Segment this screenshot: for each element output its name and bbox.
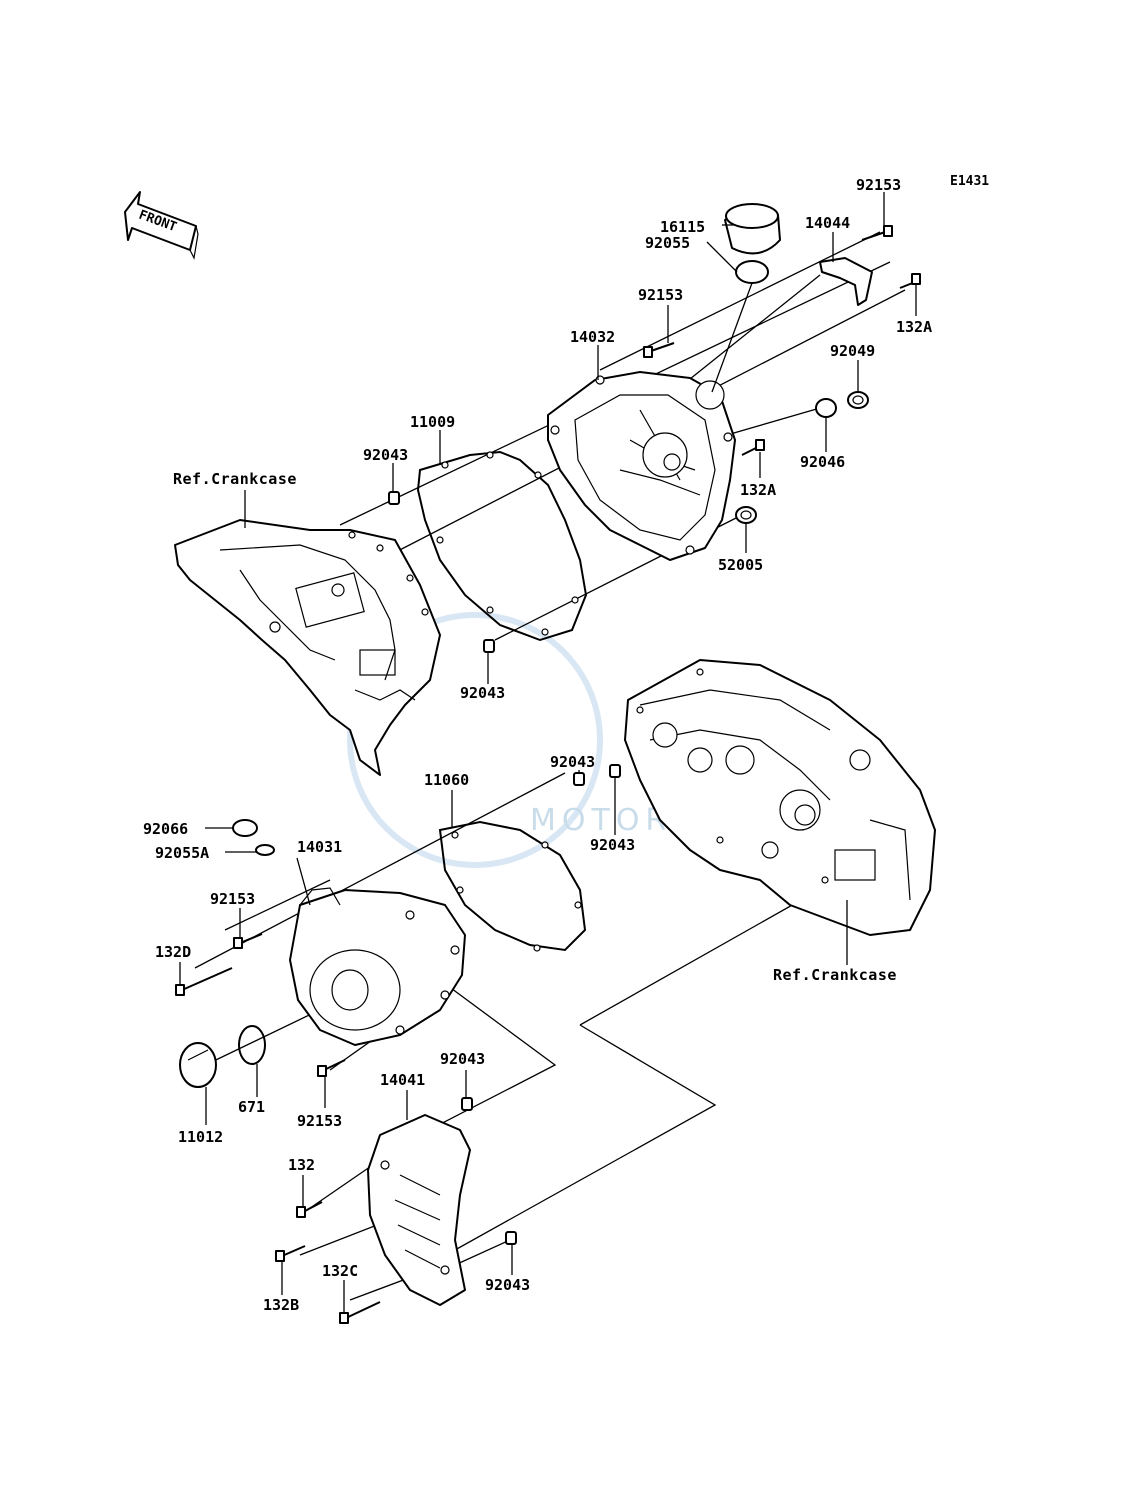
bolt-92153-top bbox=[861, 225, 893, 241]
label-132: 132 bbox=[288, 1156, 315, 1174]
label-14044: 14044 bbox=[805, 214, 850, 232]
front-arrow-icon: FRONT bbox=[124, 191, 199, 260]
label-14031: 14031 bbox=[297, 838, 342, 856]
o-ring-92055 bbox=[735, 260, 769, 284]
label-52005: 52005 bbox=[718, 556, 763, 574]
label-14032: 14032 bbox=[570, 328, 615, 346]
bolt-132 bbox=[296, 1201, 323, 1218]
dowel-pin-92043-b bbox=[483, 639, 495, 653]
dowel-pin-92043-e bbox=[461, 1097, 473, 1111]
label-132D: 132D bbox=[155, 943, 191, 961]
label-132B: 132B bbox=[263, 1296, 299, 1314]
gasket-11060 bbox=[438, 820, 587, 952]
bolt-132A-mid bbox=[741, 439, 765, 456]
bolt-132B bbox=[275, 1245, 306, 1262]
leader-lines bbox=[179, 192, 917, 1313]
bolt-132A-top bbox=[899, 273, 921, 289]
label-92153-top: 92153 bbox=[856, 176, 901, 194]
label-132C: 132C bbox=[322, 1262, 358, 1280]
label-132A-top: 132A bbox=[896, 318, 932, 336]
bolt-132D bbox=[175, 967, 233, 996]
label-11060: 11060 bbox=[424, 771, 469, 789]
plug-92066 bbox=[232, 819, 258, 837]
label-92055: 92055 bbox=[645, 234, 690, 252]
crankcase-left bbox=[174, 519, 441, 776]
label-132A-mid: 132A bbox=[740, 481, 776, 499]
dowel-pin-92043-c bbox=[573, 772, 585, 786]
label-92043-f: 92043 bbox=[485, 1276, 530, 1294]
label-92153-b: 92153 bbox=[638, 286, 683, 304]
label-ref-crankcase-top: Ref.Crankcase bbox=[173, 470, 297, 488]
plug-11012 bbox=[179, 1042, 217, 1088]
label-92043-a: 92043 bbox=[363, 446, 408, 464]
part-labels: 92153 16115 14044 92055 92153 132A 14032… bbox=[143, 176, 932, 1314]
label-92046: 92046 bbox=[800, 453, 845, 471]
label-92055A: 92055A bbox=[155, 844, 209, 862]
bolt-92153-c bbox=[233, 933, 263, 949]
bolt-132C bbox=[339, 1301, 381, 1324]
bolt-92153-b bbox=[643, 342, 675, 358]
sprocket-cover-14041 bbox=[367, 1114, 471, 1306]
label-11009: 11009 bbox=[410, 413, 455, 431]
label-11012: 11012 bbox=[178, 1128, 223, 1146]
bolt-92153-d bbox=[317, 1059, 346, 1077]
label-92049: 92049 bbox=[830, 342, 875, 360]
alignment-lines bbox=[194, 231, 906, 1301]
diagram-code: E1431 bbox=[950, 174, 989, 189]
label-92043-d: 92043 bbox=[590, 836, 635, 854]
label-92066: 92066 bbox=[143, 820, 188, 838]
generator-cover-14031 bbox=[289, 887, 466, 1046]
crankcase-right bbox=[624, 659, 936, 936]
dowel-pin-92043-a bbox=[388, 491, 400, 505]
label-92043-c: 92043 bbox=[550, 753, 595, 771]
label-671: 671 bbox=[238, 1098, 265, 1116]
o-ring-92055A bbox=[255, 844, 275, 856]
o-ring-671 bbox=[238, 1025, 266, 1065]
label-16115: 16115 bbox=[660, 218, 705, 236]
clutch-cover-14032 bbox=[547, 371, 736, 561]
gasket-11009 bbox=[416, 450, 588, 642]
label-92043-e: 92043 bbox=[440, 1050, 485, 1068]
label-92043-b: 92043 bbox=[460, 684, 505, 702]
label-92153-d: 92153 bbox=[297, 1112, 342, 1130]
label-ref-crankcase-right: Ref.Crankcase bbox=[773, 966, 897, 984]
dowel-pin-92043-d bbox=[609, 764, 621, 778]
dowel-pin-92043-f bbox=[505, 1231, 517, 1245]
label-92153-c: 92153 bbox=[210, 890, 255, 908]
seal-92046 bbox=[815, 398, 837, 418]
label-14041: 14041 bbox=[380, 1071, 425, 1089]
bracket-14044 bbox=[819, 257, 873, 306]
oil-filler-cap-16115 bbox=[724, 203, 781, 255]
